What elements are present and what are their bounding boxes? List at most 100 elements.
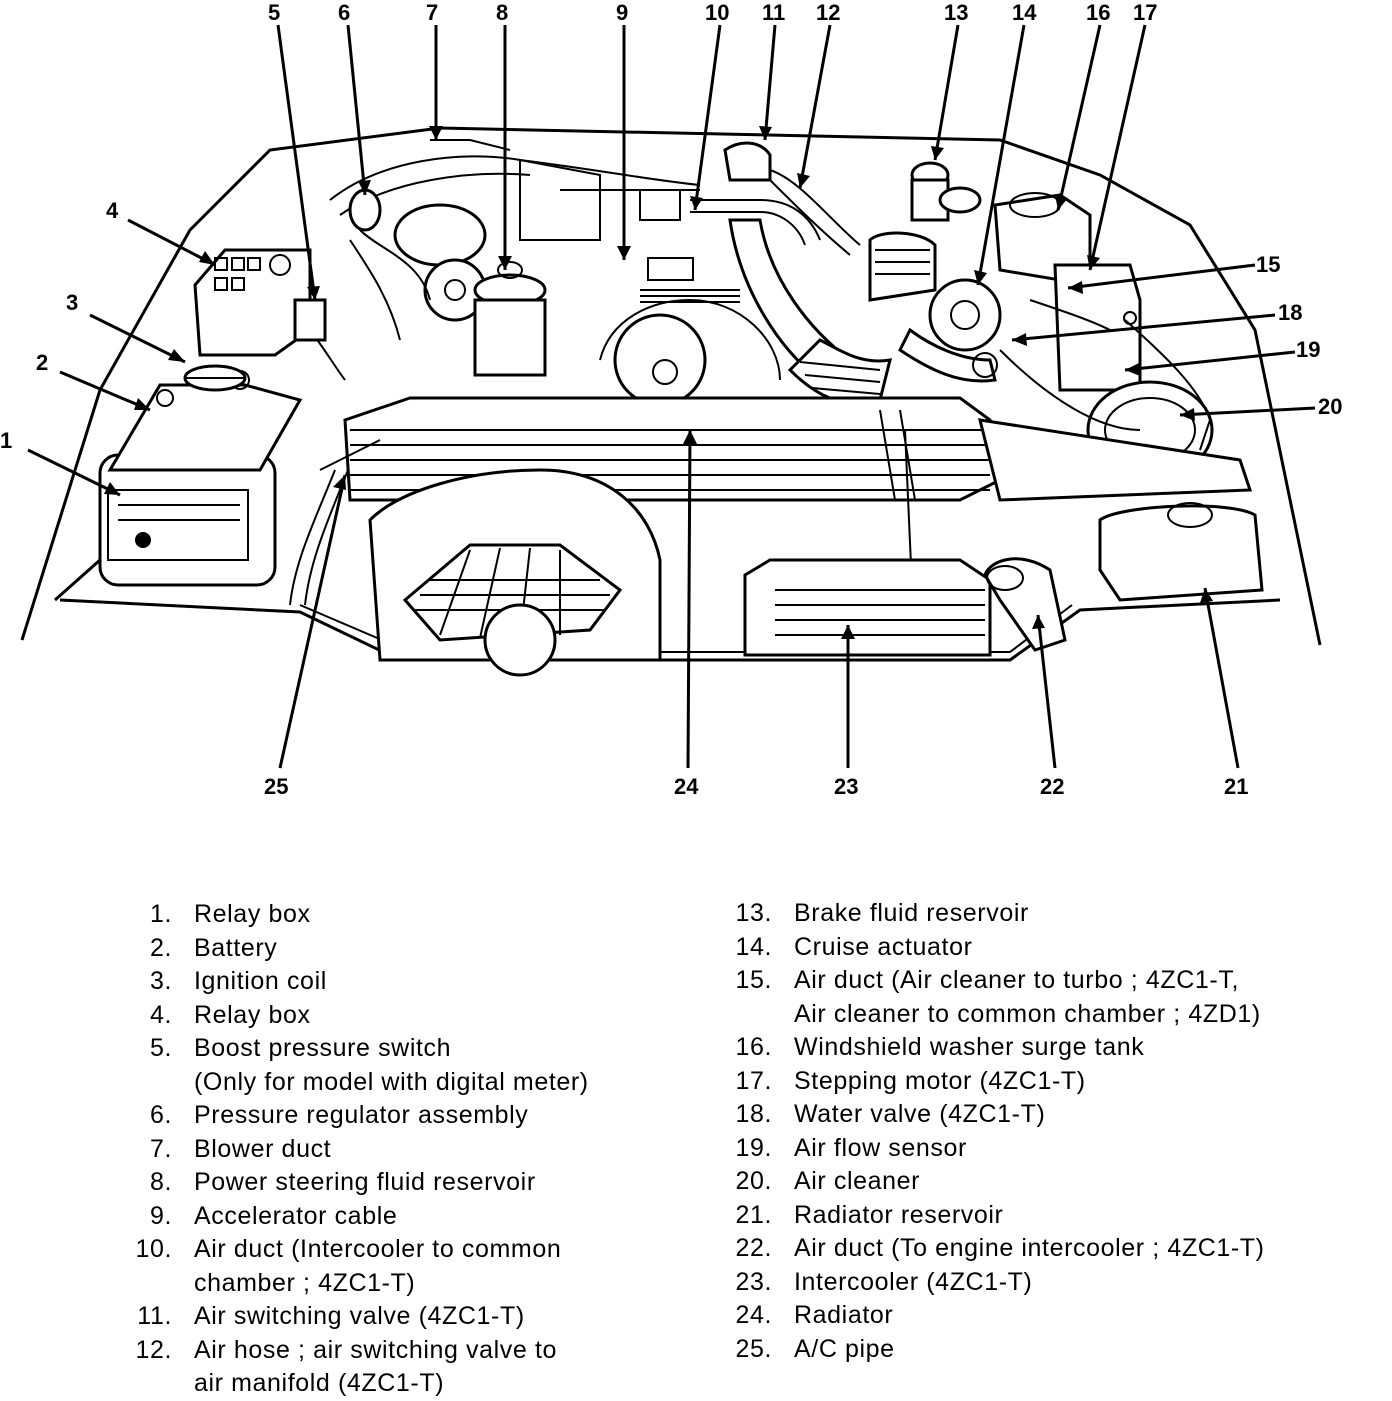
callout-3: 3 [66, 290, 78, 315]
legend-item: 24. Radiator [712, 1299, 1265, 1333]
legend-item: 23. Intercooler (4ZC1-T) [712, 1266, 1265, 1300]
legend-item-number: 16. [735, 1033, 772, 1061]
legend-item: 8. Power steering fluid reservoir [118, 1166, 589, 1200]
legend-item-number: 8. [149, 1168, 172, 1196]
callout-5: 5 [268, 0, 280, 25]
legend-item-number: 13. [735, 899, 772, 927]
relay-box-4-drawing [193, 248, 312, 357]
legend-item: 16. Windshield washer surge tank [712, 1031, 1265, 1065]
legend-item-label: Relay box [194, 900, 311, 928]
battery-drawing [107, 370, 303, 472]
legend-item-number: 14. [735, 932, 772, 961]
legend-item-label: Air duct (To engine intercooler ; 4ZC1-T… [794, 1234, 1265, 1262]
legend-item-continuation: chamber ; 4ZC1-T) [194, 1268, 416, 1297]
legend-item-number: 7. [149, 1134, 172, 1163]
legend-item: 21. Radiator reservoir [712, 1199, 1265, 1233]
legend-item-continuation: air manifold (4ZC1-T) [194, 1369, 445, 1397]
fan-drawing [368, 468, 662, 677]
legend-item-label: A/C pipe [794, 1334, 895, 1363]
legend-item-label: Power steering fluid reservoir [194, 1168, 536, 1196]
legend-item-number: 4. [149, 1000, 172, 1029]
legend-item-number: 12. [135, 1335, 172, 1364]
callout-7: 7 [426, 0, 438, 25]
callout-14: 14 [1012, 0, 1037, 25]
legend-item: 1. Relay box [118, 898, 589, 932]
legend-item-label: Radiator reservoir [794, 1200, 1004, 1229]
callout-numbers: 1 2 3 4 5 6 7 8 9 10 11 12 13 14 15 16 1… [0, 0, 1342, 799]
legend-item-number: 19. [735, 1133, 772, 1162]
engine-top-drawing [293, 139, 781, 407]
legend-item-label: Battery [194, 933, 278, 962]
callout-10: 10 [705, 0, 729, 25]
callout-21: 21 [1224, 774, 1248, 799]
legend-item-number: 11. [137, 1302, 172, 1330]
legend-left-column: 1. Relay box 2. Battery 3. Ignition coil 4. Rel… [118, 898, 589, 1401]
legend-item-number: 6. [149, 1101, 172, 1129]
legend-item-label: Air duct (Air cleaner to turbo ; 4ZC1-T, [794, 966, 1239, 994]
legend-item-number: 18. [735, 1100, 772, 1128]
legend-item-label: Air hose ; air switching valve to [194, 1335, 558, 1364]
callout-13: 13 [944, 0, 968, 25]
legend-item: 25. A/C pipe [712, 1333, 1265, 1367]
relay-box-1-drawing [98, 453, 277, 587]
legend-item-label: Brake fluid reservoir [794, 899, 1029, 927]
legend-item-number: 23. [735, 1267, 772, 1296]
legend-item-number: 5. [149, 1034, 172, 1062]
legend-item-number: 2. [149, 933, 172, 962]
legend-item-number: 1. [149, 900, 172, 928]
legend-item-label: Air flow sensor [794, 1133, 967, 1162]
legend-item-number: 24. [735, 1301, 772, 1329]
legend-item: 20.Air cleaner [712, 1165, 1265, 1199]
arrow-heads [104, 126, 1213, 639]
callout-4: 4 [106, 198, 119, 223]
legend-item: 18.Water valve (4ZC1-T) [712, 1098, 1265, 1132]
legend-item-number: 17. [735, 1066, 772, 1095]
legend-item-label: Stepping motor (4ZC1-T) [794, 1066, 1086, 1095]
legend-item-number: 3. [149, 967, 172, 995]
legend-item-label: Intercooler (4ZC1-T) [794, 1267, 1033, 1296]
legend-item: 5. Boost pressure switch (Only for model w… [118, 1032, 589, 1099]
legend-item-number: 21. [735, 1200, 772, 1229]
legend-item: 2. Battery [118, 932, 589, 966]
callout-24: 24 [674, 774, 699, 799]
legend-item: 13. Brake fluid reservoir [712, 897, 1265, 931]
callout-19: 19 [1296, 337, 1320, 362]
legend-item-label: Ignition coil [194, 967, 327, 995]
callout-8: 8 [496, 0, 508, 25]
legend-item-label: Relay box [194, 1000, 311, 1029]
callout-9: 9 [616, 0, 628, 25]
legend-item: 12. Air hose ; air switching valve to air … [118, 1334, 589, 1401]
legend-item: 4. Relay box [118, 999, 589, 1033]
legend-item-number: 25. [735, 1334, 772, 1363]
legend-item-label: Windshield washer surge tank [794, 1033, 1145, 1061]
legend-item-label: Accelerator cable [194, 1201, 398, 1230]
air-duct-drawing [690, 141, 893, 406]
legend-item: 22.Air duct (To engine intercooler ; 4ZC… [712, 1232, 1265, 1266]
legend-item: 19. Air flow sensor [712, 1132, 1265, 1166]
legend-item-number: 9. [149, 1201, 172, 1230]
legend-item-label: Air switching valve (4ZC1-T) [194, 1302, 525, 1330]
callout-22: 22 [1040, 774, 1064, 799]
legend-item-label: Cruise actuator [794, 932, 973, 961]
legend-item-continuation: (Only for model with digital meter) [194, 1067, 589, 1096]
legend-item-label: Boost pressure switch [194, 1034, 452, 1062]
callout-25: 25 [264, 774, 288, 799]
callout-18: 18 [1278, 300, 1302, 325]
callout-6: 6 [338, 0, 350, 25]
legend-item: 3. Ignition coil [118, 965, 589, 999]
legend-item-number: 15. [735, 966, 772, 994]
legend-item-label: Pressure regulator assembly [194, 1101, 529, 1129]
legend-item-label: Radiator [794, 1301, 894, 1329]
legend-item-label: Air duct (Intercooler to common [194, 1235, 562, 1263]
legend-item: 6. Pressure regulator assembly [118, 1099, 589, 1133]
legend-item: 11. Air switching valve (4ZC1-T) [118, 1300, 589, 1334]
callout-1: 1 [0, 428, 12, 453]
duct-reservoir-drawing [983, 502, 1264, 652]
callout-11: 11 [762, 0, 785, 25]
engine-compartment-diagram: 1 2 3 4 5 6 7 8 9 10 11 12 13 14 15 16 1… [0, 0, 1342, 799]
legend-item: 15. Air duct (Air cleaner to turbo ; 4ZC1… [712, 964, 1265, 1031]
callout-15: 15 [1256, 252, 1280, 277]
legend-item: 17. Stepping motor (4ZC1-T) [712, 1065, 1265, 1099]
legend-item: 9. Accelerator cable [118, 1200, 589, 1234]
